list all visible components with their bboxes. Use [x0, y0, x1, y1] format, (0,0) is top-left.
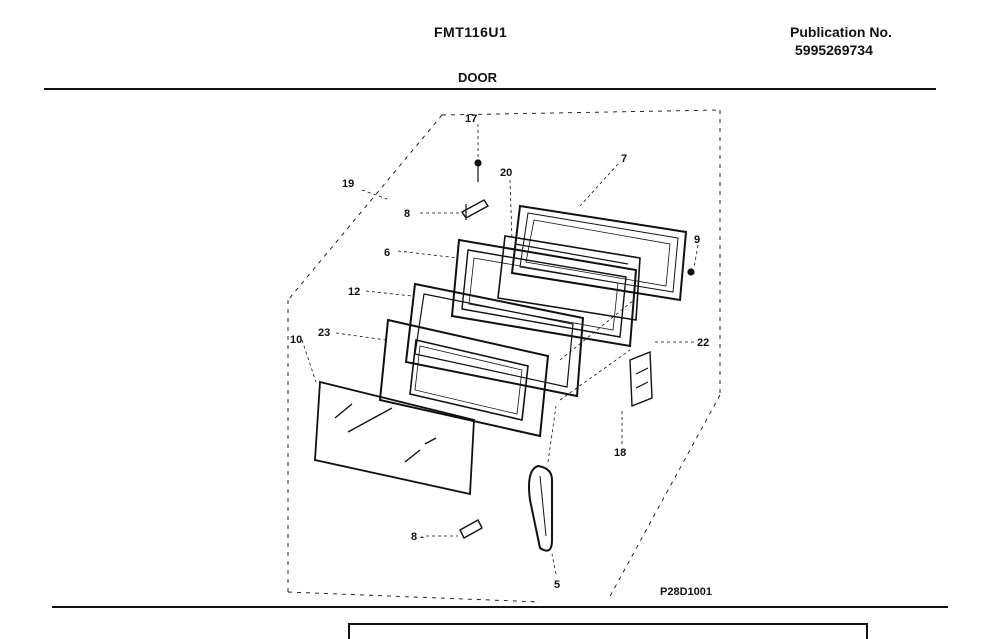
- leader-lines: [301, 124, 699, 575]
- part-8-hinge-top: [460, 199, 490, 220]
- callout-8-bottom: 8 -: [411, 531, 424, 543]
- callout-7: 7: [621, 153, 627, 165]
- callout-17: 17: [465, 113, 477, 125]
- part-8-hinge-bottom: [459, 519, 483, 539]
- part-7-door-frame: [510, 204, 688, 302]
- enclosure-outline: [287, 109, 721, 603]
- footer-box: [348, 623, 868, 639]
- part-20-choke: [497, 235, 641, 321]
- part-12-inner-frame: [404, 282, 585, 398]
- part-5-handle: [528, 464, 553, 552]
- callout-8-top: 8: [404, 208, 410, 220]
- drawing-id: P28D1001: [660, 586, 712, 598]
- callout-5: 5: [554, 579, 560, 591]
- callout-19: 19: [342, 178, 354, 190]
- part-17-screw: [474, 159, 482, 182]
- callout-9: 9: [694, 234, 700, 246]
- section-title: DOOR: [458, 70, 497, 85]
- callout-10: 10: [290, 334, 302, 346]
- model-number: FMT116U1: [434, 24, 508, 40]
- callout-20: 20: [500, 167, 512, 179]
- callout-18: 18: [614, 447, 626, 459]
- header-rule: [44, 88, 936, 90]
- part-6-screen-frame: [450, 238, 638, 348]
- publication-number: 5995269734: [795, 42, 873, 58]
- publication-label: Publication No.: [790, 24, 892, 40]
- callout-12: 12: [348, 286, 360, 298]
- part-23-front-frame: [378, 318, 550, 438]
- part-10-glass-panel: [314, 380, 475, 496]
- part-9-screw: [687, 268, 695, 276]
- callout-6: 6: [384, 247, 390, 259]
- footer-rule: [52, 606, 948, 608]
- part-22-latch: [629, 350, 653, 408]
- callout-22: 22: [697, 337, 709, 349]
- callout-23: 23: [318, 327, 330, 339]
